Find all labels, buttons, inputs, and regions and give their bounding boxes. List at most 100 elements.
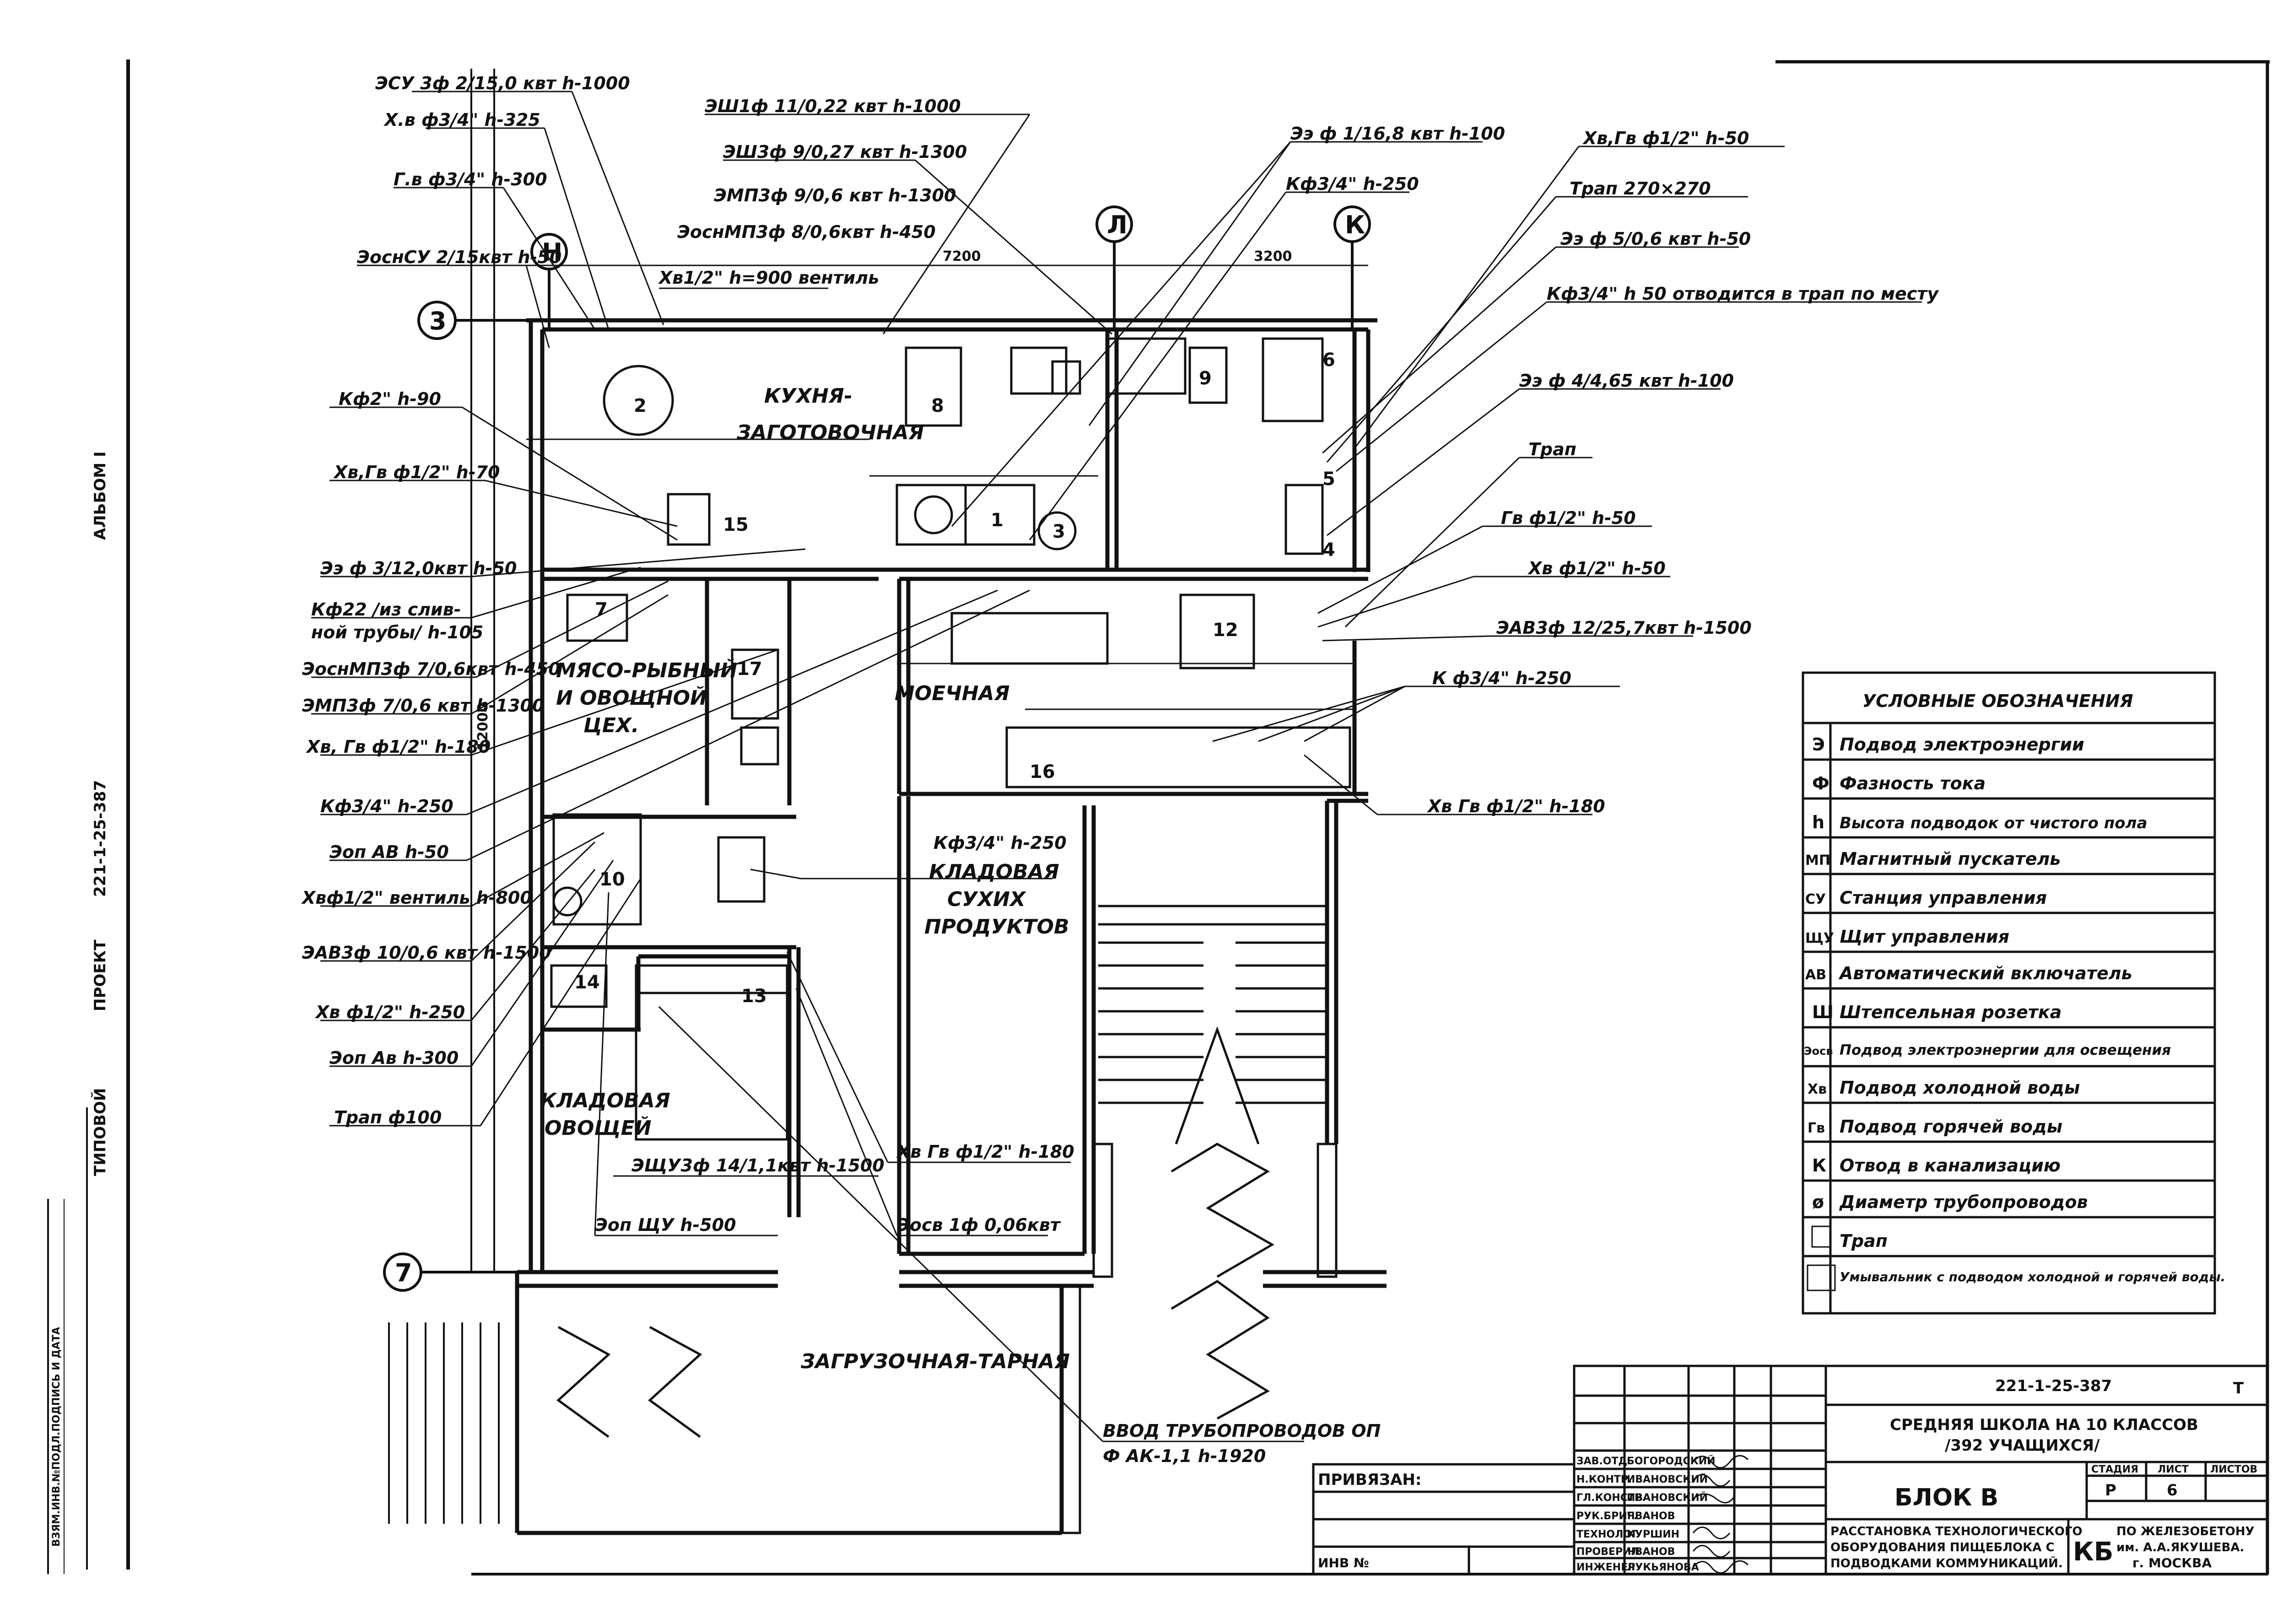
- equip-2: 2: [634, 395, 647, 416]
- legend-title: УСЛОВНЫЕ ОБОЗНАЧЕНИЯ: [1862, 691, 2133, 711]
- equip-10: 10: [599, 869, 625, 890]
- legend-text-shu: Щит управления: [1840, 927, 2009, 947]
- room-loading: ЗАГРУЗОЧНАЯ-ТАРНАЯ: [800, 1350, 1070, 1373]
- legend-text-sh: Штепсельная розетка: [1840, 1002, 2061, 1022]
- tb-role-2: Н.КОНТР.: [1576, 1474, 1632, 1485]
- callout-k34-50: Кф3/4" h 50 отводится в трап по месту: [1547, 284, 1939, 304]
- building-walls: [470, 69, 1387, 1535]
- hatched-walls: [1060, 1143, 1338, 1534]
- stairwell: [388, 905, 1327, 1524]
- tb-stage-h: СТАДИЯ: [2091, 1464, 2138, 1475]
- legend-sym-f: Ф: [1812, 773, 1829, 793]
- callout-emp-1300: ЭМП3ф 7/0,6 квт h-1300: [302, 696, 544, 716]
- callouts-top: ЭШ1ф 11/0,22 квт h-1000 ЭШ3ф 9/0,27 квт …: [658, 96, 967, 288]
- legend-text-h: Высота подводок от чистого пола: [1840, 814, 2148, 832]
- callout-gv-300: Г.в ф3/4" h-300: [394, 169, 547, 189]
- tb-role-4: РУК.БРИГ.: [1576, 1511, 1637, 1522]
- callout-gv-50: Гв ф1/2" h-50: [1501, 508, 1636, 528]
- tb-role-5: ТЕХНОЛОГ: [1576, 1529, 1638, 1540]
- tb-org-2: им. А.А.ЯКУШЕВА.: [2116, 1541, 2244, 1554]
- callout-ee-5: Ээ ф 5/0,6 квт h-50: [1560, 229, 1751, 249]
- callouts-right: Ээ ф 1/16,8 квт h-100 Кф3/4" h-250 Хв,Гв…: [934, 124, 1939, 853]
- legend-text-mp: Магнитный пускатель: [1840, 849, 2061, 869]
- margin-note: ВЗЯМ.ИНВ.№ПОДЛ.ПОДПИСЬ И ДАТА: [51, 1327, 62, 1547]
- tb-org-mark: КБ: [2073, 1537, 2113, 1567]
- legend-sym-shu: ЩУ: [1805, 930, 1834, 946]
- room-labels: КУХНЯ- ЗАГОТОВОЧНАЯ МЯСО-РЫБНЫЙ И ОВОЩНО…: [540, 384, 1070, 1373]
- room-kitchen-line2: ЗАГОТОВОЧНАЯ: [736, 421, 924, 444]
- callout-eop-av-300: Эоп Ав h-300: [329, 1048, 459, 1068]
- callout-xv-250: Хв ф1/2" h-250: [315, 1002, 465, 1022]
- legend-sym-gv: Гв: [1808, 1120, 1825, 1136]
- room-pantry-line2: СУХИХ: [947, 888, 1026, 911]
- callout-eosn-mp: ЭоснМП3ф 7/0,6квт h-450: [302, 659, 561, 679]
- legend-text-e: Подвод электроэнергии: [1840, 734, 2084, 755]
- legend-text-sink: Умывальник с подводом холодной и горячей…: [1840, 1269, 2225, 1284]
- signatures: [1692, 1455, 1749, 1574]
- tb-role-7: ИНЖЕНЕР: [1576, 1562, 1635, 1573]
- room-pantry-line3: ПРОДУКТОВ: [924, 915, 1069, 939]
- tb-desc-1: РАССТАНОВКА ТЕХНОЛОГИЧЕСКОГО: [1830, 1525, 2083, 1538]
- room-meat-line2: И ОВОЩНОЙ: [556, 685, 707, 710]
- callout-xvgv-50: Хв,Гв ф1/2" h-50: [1582, 128, 1749, 148]
- tb-sheet: 6: [2167, 1481, 2178, 1500]
- tb-role-6: ПРОВЕРИЛ: [1576, 1546, 1640, 1558]
- tb-mark: Т: [2233, 1379, 2244, 1397]
- tb-school-2: /392 УЧАЩИХСЯ/: [1945, 1436, 2100, 1455]
- callout-eosv: Эосв 1ф 0,06квт: [897, 1215, 1061, 1235]
- legend-sym-mp: МП: [1805, 852, 1830, 869]
- callouts-bottom: ЭЩУ3ф 14/1,1квт h-1500 Эоп ЩУ h-500 Хв Г…: [595, 1142, 1381, 1466]
- callout-eav-1500: ЭАВ3ф 10/0,6 квт h-1500: [302, 943, 551, 963]
- equip-13: 13: [741, 986, 767, 1007]
- legend-sym-sh: Ш: [1812, 1002, 1834, 1022]
- side-label-typical: ТИПОВОЙ: [91, 1088, 109, 1176]
- room-veg-line2: ОВОЩЕЙ: [545, 1116, 652, 1140]
- callout-xv-50: Хв ф1/2" h-50: [1527, 558, 1666, 578]
- legend-text-f: Фазность тока: [1840, 773, 1986, 793]
- tb-desc-2: ОБОРУДОВАНИЯ ПИЩЕБЛОКА С: [1830, 1541, 2055, 1554]
- room-meat-line1: МЯСО-РЫБНЫЙ: [556, 658, 737, 682]
- callout-xvgv-180-right: Хв Гв ф1/2" h-180: [1427, 796, 1605, 816]
- dim-3200: 3200: [1254, 248, 1292, 264]
- callout-trap-100: Трап ф100: [334, 1107, 442, 1128]
- equip-6: 6: [1322, 350, 1335, 371]
- equip-1: 1: [991, 510, 1004, 531]
- callouts-left: ЭСУ 3ф 2/15,0 квт h-1000 Х.в ф3/4" h-325…: [301, 73, 630, 1128]
- tb-name-2: ИВАНОВСКИЙ: [1627, 1473, 1708, 1485]
- callout-trap-270: Трап 270×270: [1570, 178, 1711, 199]
- equip-16: 16: [1030, 761, 1055, 782]
- legend-text-k: Отвод в канализацию: [1840, 1155, 2061, 1176]
- tb-name-7: ЛУКЬЯНОВА: [1627, 1562, 1699, 1573]
- legend-text-av: Автоматический включатель: [1838, 963, 2132, 983]
- callout-xvgv-180: Хв, Гв ф1/2" h-180: [306, 737, 491, 757]
- callout-xv-800: Хвф1/2" вентиль h-800: [301, 888, 532, 908]
- callout-eop-av-50: Эоп АВ h-50: [329, 842, 449, 862]
- callout-esh-1000: ЭШ1ф 11/0,22 квт h-1000: [705, 96, 961, 116]
- dim-7200: 7200: [943, 248, 981, 264]
- callout-esh-1300: ЭШ3ф 9/0,27 квт h-1300: [723, 142, 967, 162]
- legend-sym-su: СУ: [1805, 891, 1826, 907]
- tb-stage: Р: [2105, 1481, 2116, 1500]
- axis-label-l: Л: [1107, 210, 1128, 239]
- tb-sheets-h: ЛИСТОВ: [2210, 1464, 2257, 1475]
- tb-name-6: ЧВАНОВ: [1627, 1546, 1675, 1558]
- equip-8: 8: [931, 395, 944, 416]
- axis-label-7: 7: [395, 1258, 412, 1287]
- tb-org-1: ПО ЖЕЛЕЗОБЕТОНУ: [2116, 1525, 2255, 1538]
- legend-sym-k: К: [1812, 1155, 1826, 1176]
- side-label-project: ПРОЕКТ: [91, 939, 109, 1011]
- callout-esu: ЭСУ 3ф 2/15,0 квт h-1000: [375, 73, 630, 93]
- room-veg-line1: КЛАДОВАЯ: [540, 1089, 670, 1112]
- legend-text-d: Диаметр трубопроводов: [1839, 1192, 2088, 1212]
- tb-privyazan: ПРИВЯЗАН:: [1318, 1471, 1421, 1489]
- tb-desc-3: ПОДВОДКАМИ КОММУНИКАЦИЙ.: [1830, 1556, 2063, 1570]
- legend-text-trap: Трап: [1840, 1231, 1888, 1251]
- legend-sym-av: АВ: [1805, 967, 1826, 983]
- callout-vvod-1: ВВОД ТРУБОПРОВОДОВ ОП: [1103, 1421, 1381, 1441]
- legend-sym-d: ø: [1812, 1192, 1824, 1212]
- legend: [1802, 671, 2216, 1315]
- callout-eosn-su: ЭоснСУ 2/15квт h-50: [357, 247, 561, 267]
- equip-3: 3: [1052, 521, 1065, 542]
- callout-xvgv-180-bottom: Хв Гв ф1/2" h-180: [896, 1142, 1074, 1162]
